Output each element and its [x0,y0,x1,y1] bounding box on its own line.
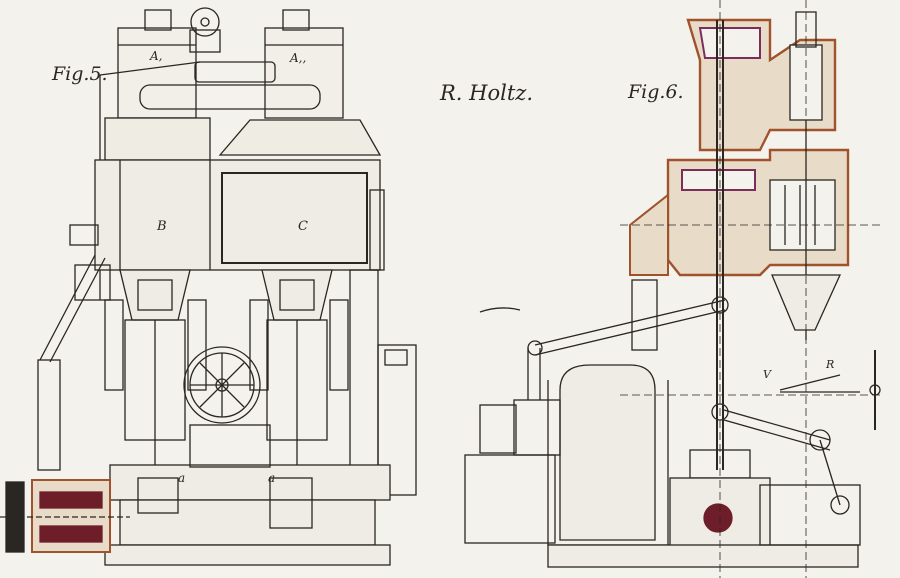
part-label-a1: A, [149,49,162,63]
handwheel [183,346,261,424]
fig5-label: Fig.5. [51,63,108,85]
upper-cylinder-section [686,11,837,152]
part-label-a-right: a [268,471,275,485]
author-label: R. Holtz. [439,81,533,105]
top-valve-gear [189,7,221,53]
center-lines [620,0,880,578]
part-label-a-left: a [178,471,185,485]
lower-cylinder-section [629,148,850,277]
leader-mark [479,307,521,313]
part-label-r: R [825,358,834,371]
part-label-b: B [156,219,167,234]
left-lever [37,254,111,471]
fig5-engine-elevation [0,7,417,566]
part-label-a2: A,, [289,51,306,65]
reversing-handwheel [780,350,881,430]
fig6-label: Fig.6. [627,81,684,103]
beam-lever [527,296,850,515]
fig6-engine-section [464,0,881,578]
auxiliary-pump [464,348,561,544]
part-label-c: C [298,219,308,234]
frame-body-bc [69,159,385,271]
crankshaft-section [0,479,130,553]
bedplate [104,424,391,566]
crosshead-guides [104,269,349,500]
part-label-v: V [763,368,772,381]
cylinder-a2 [218,9,382,156]
